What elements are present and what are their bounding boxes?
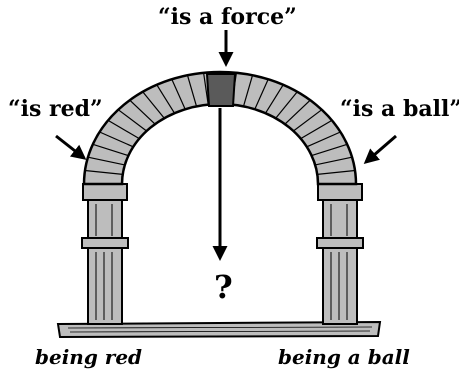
left-arrow — [56, 136, 84, 158]
left-pillar — [82, 184, 128, 324]
question-mark-label: ? — [214, 271, 233, 303]
being-red-label: being red — [35, 347, 142, 367]
right-pillar — [317, 184, 363, 324]
keystone — [207, 74, 235, 106]
is-a-force-label: “is a force” — [158, 6, 297, 28]
right-arrow — [366, 136, 396, 162]
being-a-ball-label: being a ball — [278, 347, 410, 367]
is-red-label: “is red” — [8, 98, 103, 120]
is-a-ball-label: “is a ball” — [340, 98, 459, 120]
